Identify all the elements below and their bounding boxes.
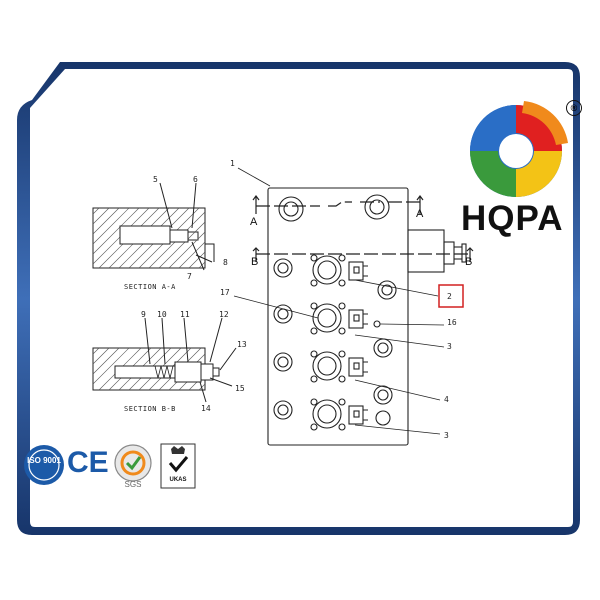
- side-solenoid: [407, 229, 445, 273]
- solenoid-valve: [310, 254, 368, 287]
- right-port: [377, 280, 397, 300]
- left-port: [273, 258, 293, 278]
- section-marker-b-left: B: [251, 256, 259, 268]
- section-marker-a-right: A: [416, 208, 424, 220]
- solenoid-valve: [310, 302, 368, 335]
- callout-7: 7: [187, 272, 192, 281]
- right-port: [373, 385, 393, 405]
- right-port: [375, 410, 391, 426]
- iso-9001-badge-icon: ISO 9001: [24, 445, 64, 485]
- solenoid-valve: [310, 350, 368, 383]
- brand-logo-icon: [470, 101, 568, 197]
- section-a-title: SECTION A-A: [124, 283, 176, 291]
- callout-15: 15: [235, 384, 245, 393]
- section-marker-b-right: B: [465, 256, 473, 268]
- ce-mark: CE: [67, 446, 109, 479]
- solenoid-valve: [310, 398, 368, 431]
- sgs-label: SGS: [125, 480, 142, 489]
- callout-14: 14: [201, 404, 211, 413]
- left-port: [273, 352, 293, 372]
- brand-name: HQPA: [461, 199, 564, 238]
- section-b-drawing: [92, 317, 237, 403]
- iso-label: ISO 9001: [27, 456, 61, 465]
- left-port: [273, 400, 293, 420]
- section-b-title: SECTION B-B: [124, 405, 176, 413]
- section-line-a: [256, 201, 420, 207]
- top-port-left: [278, 196, 304, 222]
- callout-3: 3: [444, 431, 449, 440]
- callout-2: 2: [447, 292, 452, 301]
- valve-body: [267, 187, 409, 446]
- callout-11: 11: [180, 310, 190, 319]
- callout-1: 1: [230, 159, 235, 168]
- top-port-right: [364, 194, 390, 220]
- callout-4: 4: [444, 395, 449, 404]
- section-marker-a-left: A: [250, 216, 258, 228]
- callout-16: 16: [447, 318, 457, 327]
- ukas-badge-icon: UKAS: [160, 443, 196, 489]
- callout-17: 17: [220, 288, 230, 297]
- sgs-badge-icon: SGS: [114, 444, 152, 489]
- registered-mark: ®: [566, 100, 582, 116]
- callout-12: 12: [219, 310, 229, 319]
- callout-10: 10: [157, 310, 167, 319]
- highlight-box: [438, 284, 464, 308]
- left-port: [273, 304, 293, 324]
- right-port: [373, 338, 393, 358]
- section-a-drawing: [92, 182, 215, 271]
- callout-8: 8: [223, 258, 228, 267]
- ukas-label: UKAS: [169, 477, 186, 483]
- callout-6: 6: [193, 175, 198, 184]
- callout-13: 13: [237, 340, 247, 349]
- callout-9: 9: [141, 310, 146, 319]
- callout-3: 3: [447, 342, 452, 351]
- callout-5: 5: [153, 175, 158, 184]
